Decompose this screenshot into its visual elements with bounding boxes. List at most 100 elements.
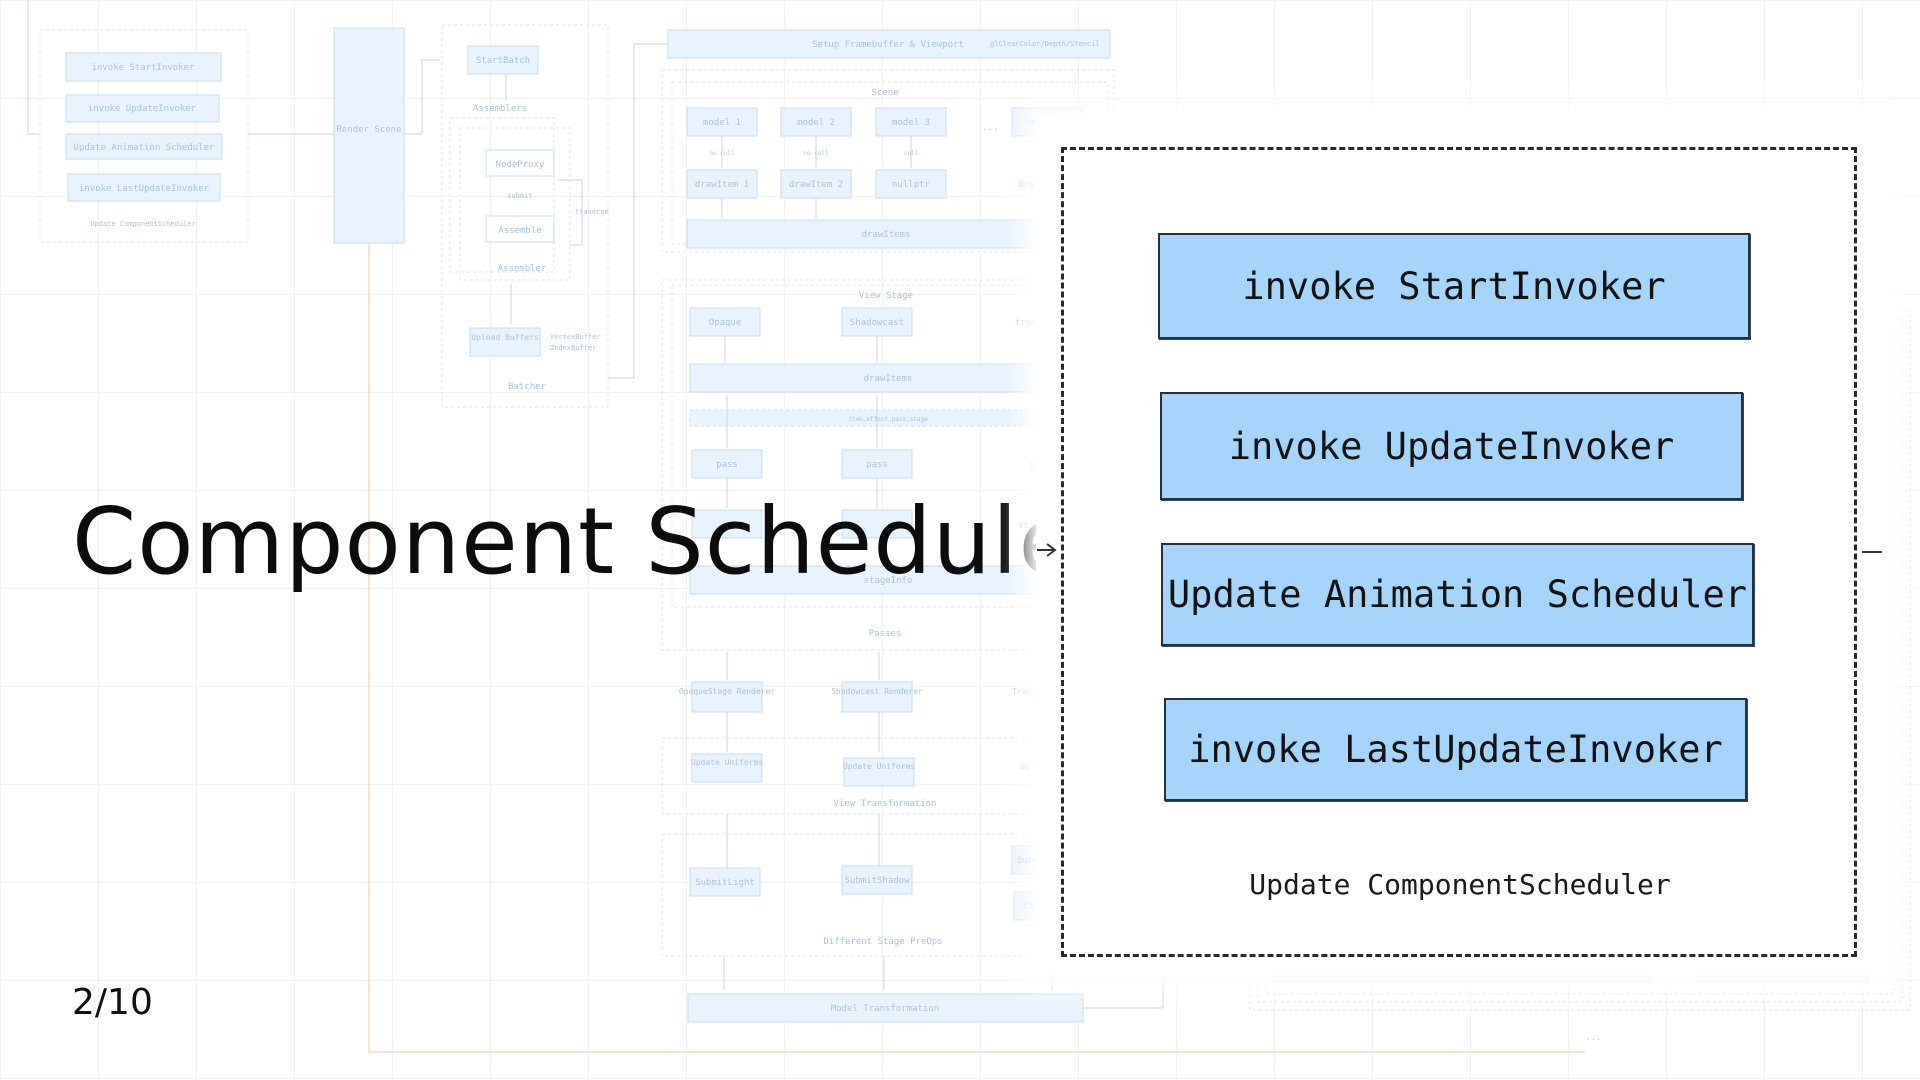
bg-renderer <box>841 681 913 713</box>
bg-scene-label: Scene <box>871 88 898 98</box>
bg-draw-items-bar <box>689 363 1041 393</box>
bg-stage-label: Shadowcast <box>850 318 904 328</box>
page-title: Component Scheduler <box>72 488 1115 595</box>
bg-draw-item-label: nullptr <box>892 180 931 190</box>
bg-stage-box-label: stag <box>1018 521 1040 531</box>
bg-draw-item <box>875 169 947 199</box>
bg-scheduler-item <box>65 52 222 82</box>
bg-draw-item-label: dra <box>1018 180 1034 190</box>
bg-scheduler-item-label: invoke LastUpdateInvoker <box>79 184 210 194</box>
bg-stage-info-label: stageInfo <box>864 576 913 586</box>
bg-connector <box>723 956 1053 990</box>
bg-draw-items-label: drawItems <box>862 230 911 240</box>
bg-connector <box>27 0 40 135</box>
bg-start-batch <box>467 45 539 75</box>
bg-connector <box>721 198 817 218</box>
page-counter: 2/10 <box>72 982 153 1023</box>
bg-setup-label: Setup Framebuffer & Viewport <box>812 40 964 50</box>
connector-stub <box>1862 551 1882 553</box>
bg-vertex-buffer-label: VertexBuffer <box>550 333 601 341</box>
bg-model <box>875 107 947 137</box>
bg-draw-items-label: drawItems <box>864 374 913 384</box>
bg-stacked-frame <box>1249 309 1911 1011</box>
bg-scheduler-item <box>67 173 221 202</box>
bg-upload-buffers-label: Upload Buffers <box>471 333 539 342</box>
bg-renderer-label: Tran Ren <box>1012 687 1051 696</box>
group-label: Update ComponentScheduler <box>1249 868 1671 901</box>
bg-pass-label: pass <box>866 460 888 470</box>
bg-renderer-label: OpaqueStage Renderer <box>679 687 776 696</box>
bg-model <box>686 107 758 137</box>
bg-stage <box>689 307 761 337</box>
bg-draw-item-label: drawItem 1 <box>695 180 749 190</box>
bg-node-proxy <box>485 149 555 177</box>
bg-connector <box>724 336 878 362</box>
bg-connector <box>726 712 880 752</box>
bg-uniforms-label: Update Uniforms <box>691 758 763 767</box>
bg-scheduler-label: Update ComponentScheduler <box>90 220 195 228</box>
bg-submit-label: SubmitShadow <box>844 876 910 886</box>
bg-scheduler-item-label: invoke StartInvoker <box>92 63 196 73</box>
bg-stage-label: Opaque <box>709 318 742 328</box>
bg-uniforms <box>843 757 915 787</box>
bg-assemble <box>485 215 555 243</box>
bg-model-label: mo <box>1030 118 1041 128</box>
bg-connector <box>1083 970 1164 1009</box>
step-invoke-last-update-invoker[interactable]: invoke LastUpdateInvoker <box>1164 698 1747 801</box>
bg-connector <box>726 478 878 508</box>
bg-passes-label: Passes <box>869 629 902 639</box>
bg-model-label: model 1 <box>703 118 741 128</box>
bg-scheduler-item <box>65 133 223 160</box>
bg-scheduler-group <box>39 29 249 243</box>
bg-start-batch-label: StartBatch <box>476 56 530 66</box>
bg-stage-info-bar <box>689 565 1041 595</box>
bg-connector <box>726 652 880 680</box>
bg-gl-clear-label: glClearColor/Depth/Stencil <box>990 40 1100 48</box>
bg-stage-box <box>691 509 763 539</box>
bg-assemblers-label: Assemblers <box>473 104 527 114</box>
bg-scheduler-item-label: invoke UpdateInvoker <box>88 104 197 114</box>
bg-connector <box>721 136 912 168</box>
bg-different-stage-label: Different Stage PreOps <box>823 937 942 947</box>
bg-render-scene <box>333 27 405 244</box>
bg-uniforms <box>691 753 763 783</box>
bg-connector-orange <box>368 243 1585 1053</box>
bg-submit <box>689 867 761 897</box>
bg-submit <box>841 865 913 895</box>
bg-renderer-label: Shadowcast Renderer <box>831 687 923 696</box>
bg-submit-label: SubmitLight <box>695 878 755 888</box>
bg-tail-dots: ... <box>1585 1033 1601 1043</box>
bg-model-transformation-label: Model Transformation <box>831 1004 939 1014</box>
bg-stacked-bar <box>1697 975 1869 983</box>
bg-connector <box>558 179 583 246</box>
bg-connector <box>726 814 880 868</box>
bg-stage <box>841 307 913 337</box>
bg-model-ellipsis: ... <box>982 123 998 133</box>
scheduler-group-frame <box>1061 147 1857 957</box>
bg-uniforms-label: Up Un <box>1020 762 1044 771</box>
bg-stacked-frame <box>1257 317 1903 1003</box>
bg-connector <box>726 395 878 448</box>
bg-connector <box>608 43 668 379</box>
bg-stage-label: tran <box>1015 318 1037 328</box>
bg-stacked-bar <box>1271 975 1651 983</box>
step-label: Update Animation Scheduler <box>1167 573 1748 616</box>
step-invoke-start-invoker[interactable]: invoke StartInvoker <box>1158 233 1750 339</box>
bg-draw-item <box>780 169 852 199</box>
step-invoke-update-invoker[interactable]: invoke UpdateInvoker <box>1160 392 1743 500</box>
bg-model-label: model 2 <box>797 118 835 128</box>
bg-traverse-label: traverse <box>575 208 609 216</box>
bg-scheduler-item <box>65 94 220 123</box>
bg-node-proxy-label: NodeProxy <box>496 160 545 170</box>
bg-render-scene-label: Render Scene <box>336 125 401 135</box>
bg-stage-box <box>841 509 913 539</box>
bg-scheduler-item-label: Update Animation Scheduler <box>74 143 215 153</box>
step-update-animation-scheduler[interactable]: Update Animation Scheduler <box>1161 543 1754 646</box>
bg-connector <box>404 59 440 135</box>
step-label: invoke LastUpdateInvoker <box>1188 728 1723 771</box>
bg-pass-label: p <box>1030 460 1035 470</box>
bg-assembler-group <box>459 127 571 281</box>
bg-batcher-label: Batcher <box>508 382 547 392</box>
bg-draw-item <box>686 169 758 199</box>
bg-assemble-label: Assemble <box>498 226 541 236</box>
